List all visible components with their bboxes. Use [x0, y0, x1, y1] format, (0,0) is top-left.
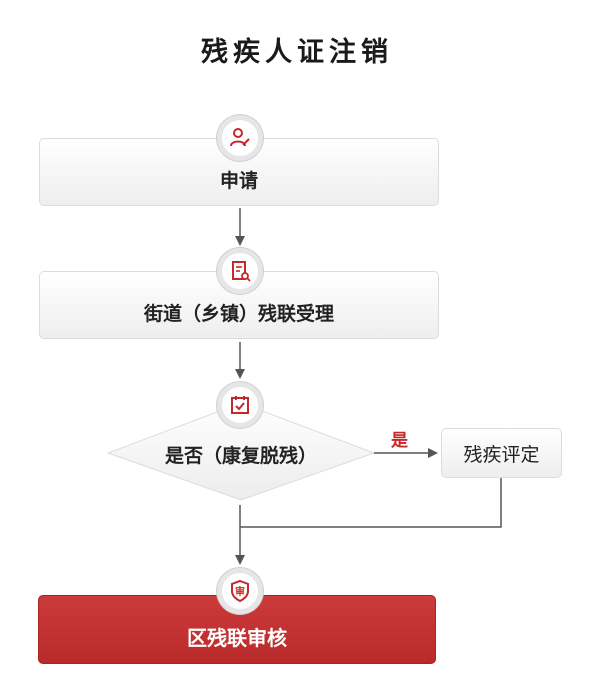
- step-assess: 残疾评定: [441, 428, 562, 478]
- branch-yes-label: 是: [391, 431, 408, 451]
- line-assess-return: [240, 478, 502, 528]
- user-edit-icon: [217, 115, 263, 161]
- decision-label: 是否（康复脱残）: [164, 444, 317, 467]
- svg-text:审: 审: [235, 585, 245, 598]
- document-search-icon: [217, 248, 263, 294]
- decision-diamond: [106, 402, 376, 501]
- step-apply-label: 申请: [219, 169, 258, 192]
- page-title: 残疾人证注销: [201, 37, 393, 68]
- step-accept-label: 街道（乡镇）残联受理: [143, 302, 334, 325]
- shield-approve-icon: 审: [217, 568, 263, 614]
- calendar-check-icon: [217, 382, 263, 428]
- step-review-label: 区残联审核: [187, 626, 287, 650]
- step-assess-label: 残疾评定: [463, 443, 540, 466]
